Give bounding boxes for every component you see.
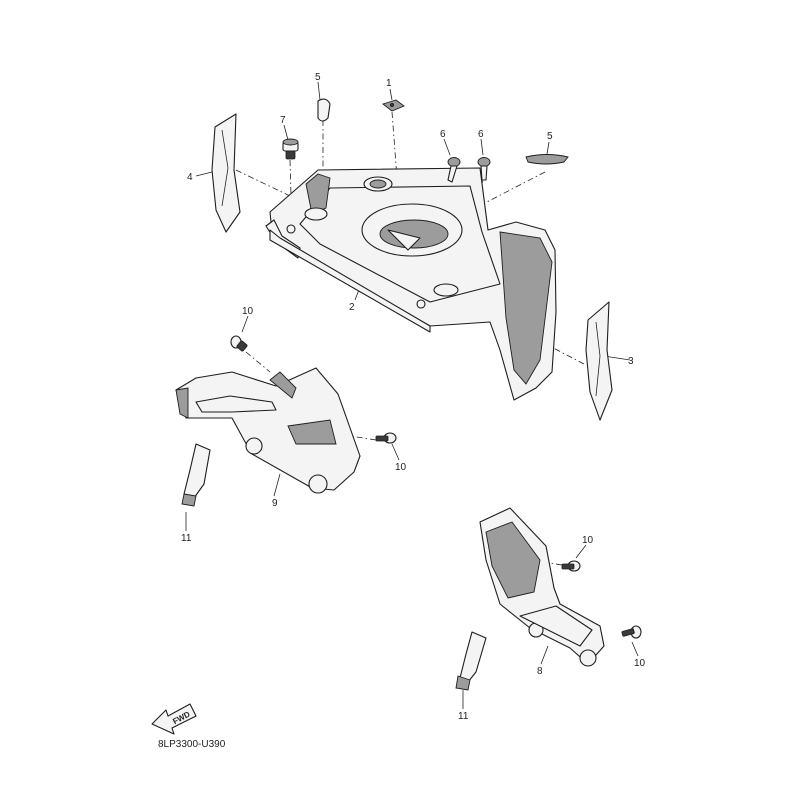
callout-5-left: 5 — [315, 72, 321, 83]
part-bolt-10-d — [621, 625, 642, 639]
part-main-cowling — [265, 167, 557, 401]
callout-10-a: 10 — [242, 306, 254, 317]
callout-6-a: 6 — [440, 129, 446, 140]
part-bolt-10-b — [375, 432, 397, 444]
part-rubber-11-left — [181, 443, 211, 507]
part-cushion-5-left — [317, 98, 331, 122]
drawing-code: 8LP3300-U390 — [158, 739, 226, 750]
callout-1: 1 — [386, 78, 392, 89]
callout-9: 9 — [272, 498, 278, 509]
callout-3: 3 — [628, 356, 634, 367]
callout-7: 7 — [280, 115, 286, 126]
part-screw-6-a — [447, 157, 461, 183]
callout-10-c: 10 — [582, 535, 594, 546]
part-bolt-10-c — [561, 560, 581, 572]
part-screw-6-b — [477, 157, 491, 181]
part-bracket-right — [479, 507, 605, 667]
part-side-cover-right — [585, 301, 613, 421]
part-bracket-left — [175, 367, 361, 494]
fwd-arrow-icon: FWD — [151, 703, 197, 735]
part-clip-1 — [382, 99, 405, 112]
callout-11-left: 11 — [181, 533, 192, 544]
callout-10-d: 10 — [634, 658, 646, 669]
part-bolt-10-a — [230, 335, 248, 352]
callout-5-right: 5 — [547, 131, 553, 142]
part-cushion-5-right — [525, 154, 569, 165]
callouts: 1 2 3 4 5 5 6 6 7 8 9 10 10 10 10 11 11 — [181, 72, 646, 722]
callout-4: 4 — [187, 172, 193, 183]
part-rubber-11-right — [455, 631, 487, 691]
callout-2: 2 — [349, 302, 355, 313]
callout-6-b: 6 — [478, 129, 484, 140]
part-side-cover-left — [211, 113, 241, 233]
callout-11-right: 11 — [458, 711, 469, 722]
callout-10-b: 10 — [395, 462, 407, 473]
part-grommet-7 — [282, 138, 299, 160]
callout-8: 8 — [537, 666, 543, 677]
